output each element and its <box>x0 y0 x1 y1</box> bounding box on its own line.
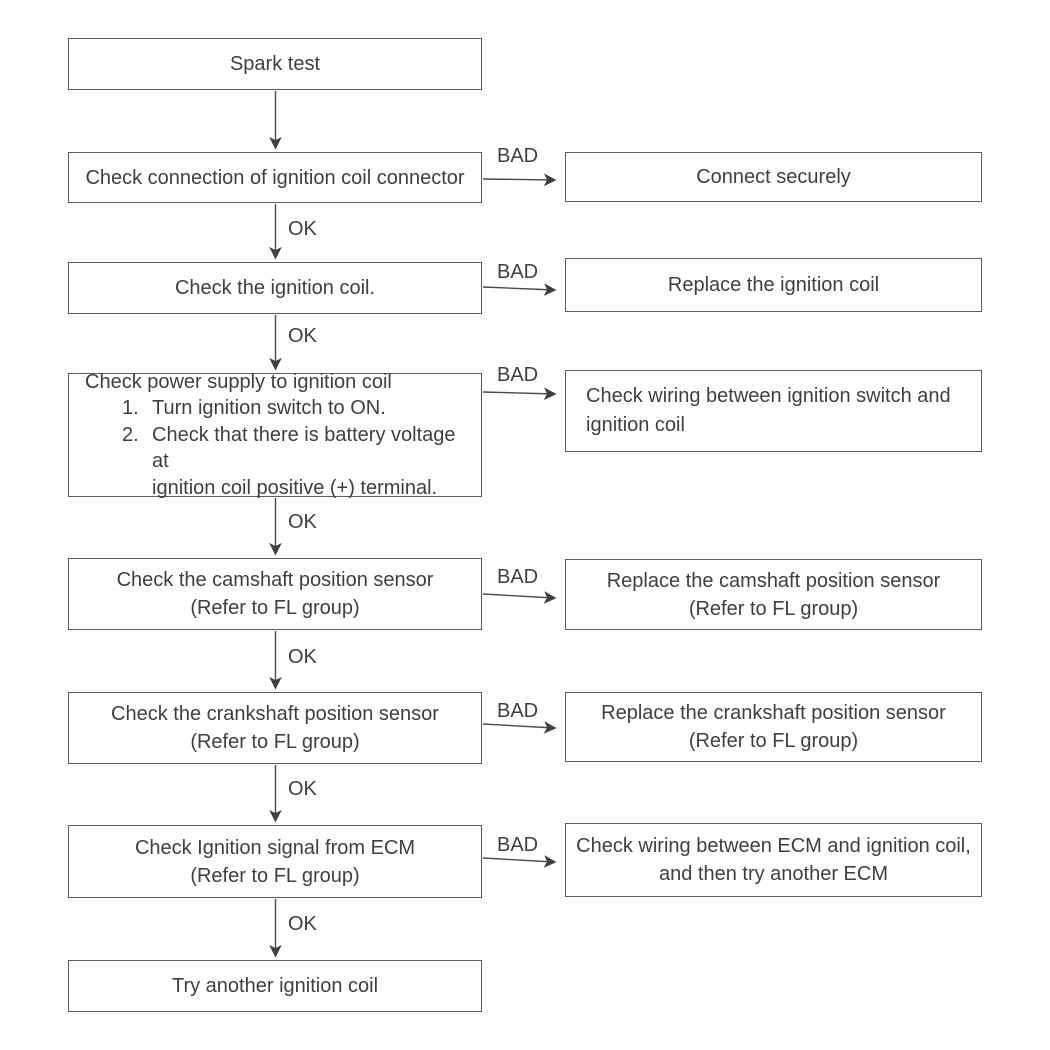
node-try-another-ignition-coil: Try another ignition coil <box>68 960 482 1012</box>
power-supply-item-2: 2. Check that there is battery voltage a… <box>122 422 477 502</box>
node-label: ignition coil positive (+) terminal. <box>152 476 438 499</box>
bad-label-step5: BAD <box>497 700 539 722</box>
node-label: Connect securely <box>696 166 851 188</box>
arrow-bad-step4 <box>482 591 557 604</box>
list-number: 2. <box>122 423 139 446</box>
node-label: Turn ignition switch to ON. <box>152 397 386 420</box>
power-supply-item-1: 1. Turn ignition switch to ON. <box>122 395 477 422</box>
arrow-bad-step3 <box>482 387 557 401</box>
arrow-bad-step5 <box>482 721 557 734</box>
ok-label-step3: OK <box>288 511 317 533</box>
bad-label-step1: BAD <box>497 145 539 167</box>
node-label: Check the crankshaft position sensor <box>111 703 439 725</box>
node-label: Replace the crankshaft position sensor <box>601 702 946 724</box>
node-check-power-supply: Check power supply to ignition coil 1. T… <box>68 371 482 499</box>
node-check-crankshaft-sensor: Check the crankshaft position sensor (Re… <box>68 692 482 764</box>
list-number: 1. <box>122 397 139 420</box>
node-label: Try another ignition coil <box>171 975 379 997</box>
node-check-camshaft-sensor: Check the camshaft position sensor (Refe… <box>68 558 482 630</box>
node-sublabel: (Refer to FL group) <box>688 730 859 752</box>
bad-label-step6: BAD <box>497 834 539 856</box>
node-spark-test: Spark test <box>68 38 482 90</box>
node-label: Check the ignition coil. <box>174 277 376 299</box>
node-check-connection: Check connection of ignition coil connec… <box>68 152 482 203</box>
ok-label-step1: OK <box>288 218 317 240</box>
ok-label-step2: OK <box>288 325 317 347</box>
node-label: and then try another ECM <box>658 863 888 885</box>
ok-label-step5: OK <box>288 778 317 800</box>
node-check-wiring-ecm: Check wiring between ECM and ignition co… <box>565 823 982 897</box>
node-label: Check wiring between ECM and ignition co… <box>576 835 971 857</box>
node-label: Check power supply to ignition coil <box>85 370 392 393</box>
node-connect-securely: Connect securely <box>565 152 982 202</box>
bad-label-step3: BAD <box>497 364 539 386</box>
arrow-bad-step2 <box>482 283 557 296</box>
node-sublabel: (Refer to FL group) <box>190 864 360 887</box>
node-label: Spark test <box>229 53 321 75</box>
bad-label-step2: BAD <box>497 261 539 283</box>
node-check-wiring-ignition-switch: Check wiring between ignition switch and… <box>565 370 982 452</box>
node-check-ignition-signal-ecm: Check Ignition signal from ECM (Refer to… <box>68 825 482 898</box>
node-label: Check the camshaft position sensor <box>116 569 434 591</box>
node-replace-crankshaft-sensor: Replace the crankshaft position sensor (… <box>565 692 982 762</box>
node-label: Check that there is battery voltage at <box>152 423 456 473</box>
node-sublabel: (Refer to FL group) <box>190 731 360 753</box>
power-supply-content: Check power supply to ignition coil 1. T… <box>69 369 481 502</box>
node-label: ignition coil <box>586 414 685 436</box>
node-sublabel: (Refer to FL group) <box>190 597 360 619</box>
node-label: Check connection of ignition coil connec… <box>85 166 465 189</box>
node-check-ignition-coil: Check the ignition coil. <box>68 262 482 314</box>
ok-label-step4: OK <box>288 646 317 668</box>
node-replace-ignition-coil: Replace the ignition coil <box>565 258 982 312</box>
node-label: Replace the camshaft position sensor <box>606 569 941 592</box>
node-label: Check wiring between ignition switch and <box>586 385 951 407</box>
arrow-bad-step1 <box>482 173 557 187</box>
ok-label-step6: OK <box>288 913 317 935</box>
bad-label-step4: BAD <box>497 566 539 588</box>
node-label: Replace the ignition coil <box>667 274 880 296</box>
node-label: Check Ignition signal from ECM <box>134 836 416 859</box>
node-replace-camshaft-sensor: Replace the camshaft position sensor (Re… <box>565 559 982 630</box>
node-sublabel: (Refer to FL group) <box>688 597 859 620</box>
arrow-bad-step6 <box>482 855 557 868</box>
